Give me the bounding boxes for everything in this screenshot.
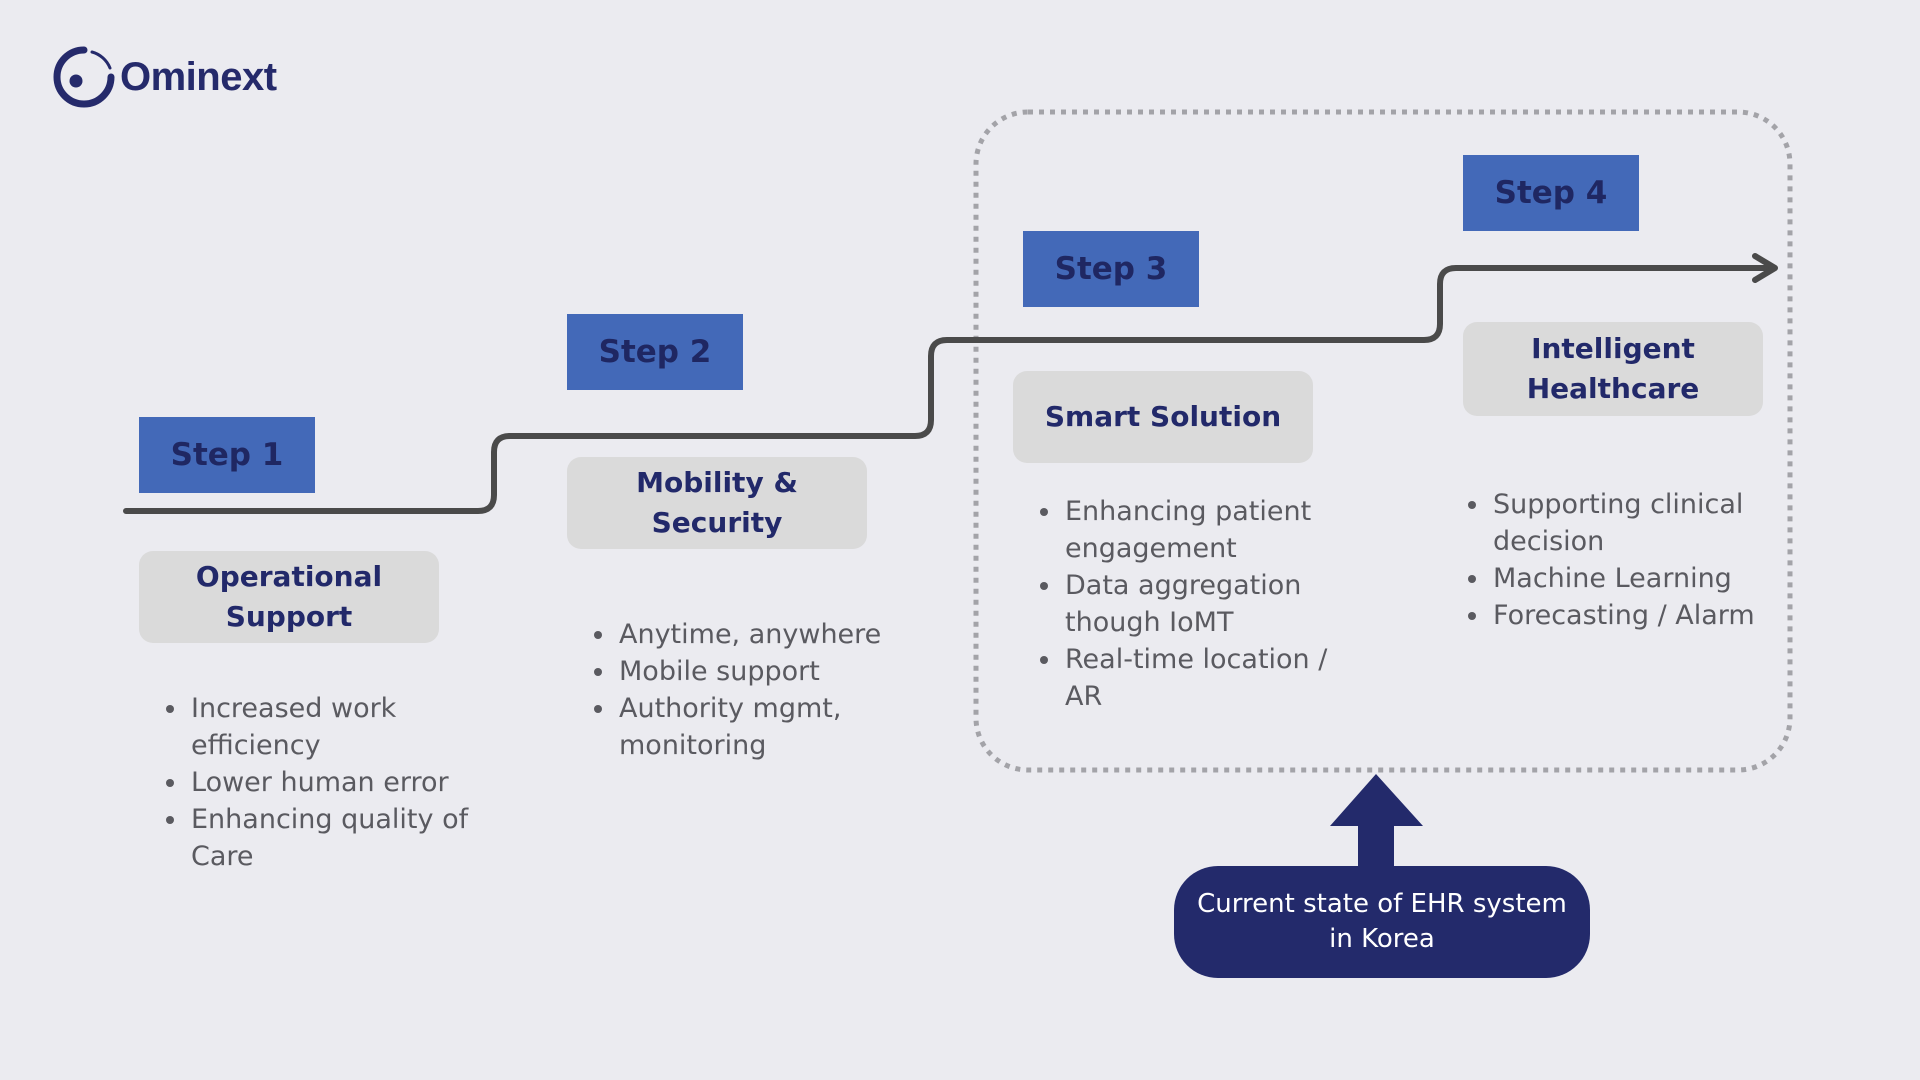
list-item: Forecasting / Alarm: [1491, 597, 1791, 634]
line-arrowhead: [1752, 253, 1778, 283]
list-item: Enhancing patient engagement: [1063, 493, 1353, 567]
list-item: Machine Learning: [1491, 560, 1791, 597]
step-3-label: Step 3: [1023, 231, 1199, 307]
brand-name: Ominext: [120, 54, 277, 99]
operational-support-card: Operational Support: [139, 551, 439, 643]
step-1-label: Step 1: [139, 417, 315, 493]
current-state-dotted-frame: [973, 109, 1793, 773]
list-item: Increased work efficiency: [189, 690, 489, 764]
smart-solution-card: Smart Solution: [1013, 371, 1313, 463]
step-4-label: Step 4: [1463, 155, 1639, 231]
step-1-bullets: Increased work efficiency Lower human er…: [164, 690, 489, 875]
list-item: Mobile support: [617, 653, 917, 690]
step-3-bullets: Enhancing patient engagement Data aggreg…: [1038, 493, 1353, 715]
progress-staircase-line: [123, 265, 1775, 514]
mobility-security-card: Mobility & Security: [567, 457, 867, 549]
list-item: Anytime, anywhere: [617, 616, 917, 653]
intelligent-healthcare-card: Intelligent Healthcare: [1463, 322, 1763, 416]
list-item: Data aggregation though IoMT: [1063, 567, 1353, 641]
list-item: Enhancing quality of Care: [189, 801, 489, 875]
list-item: Supporting clinical decision: [1491, 486, 1791, 560]
list-item: Authority mgmt, monitoring: [617, 690, 917, 764]
ominext-logo-icon: [53, 46, 115, 108]
ehr-current-state-callout: Current state of EHR system in Korea: [1174, 866, 1590, 978]
list-item: Lower human error: [189, 764, 489, 801]
up-arrow: [1330, 774, 1423, 870]
list-item: Real-time location / AR: [1063, 641, 1353, 715]
step-4-bullets: Supporting clinical decision Machine Lea…: [1466, 486, 1791, 634]
step-2-label: Step 2: [567, 314, 743, 390]
ominext-logo: Ominext: [52, 46, 277, 108]
step-2-bullets: Anytime, anywhere Mobile support Authori…: [592, 616, 917, 764]
